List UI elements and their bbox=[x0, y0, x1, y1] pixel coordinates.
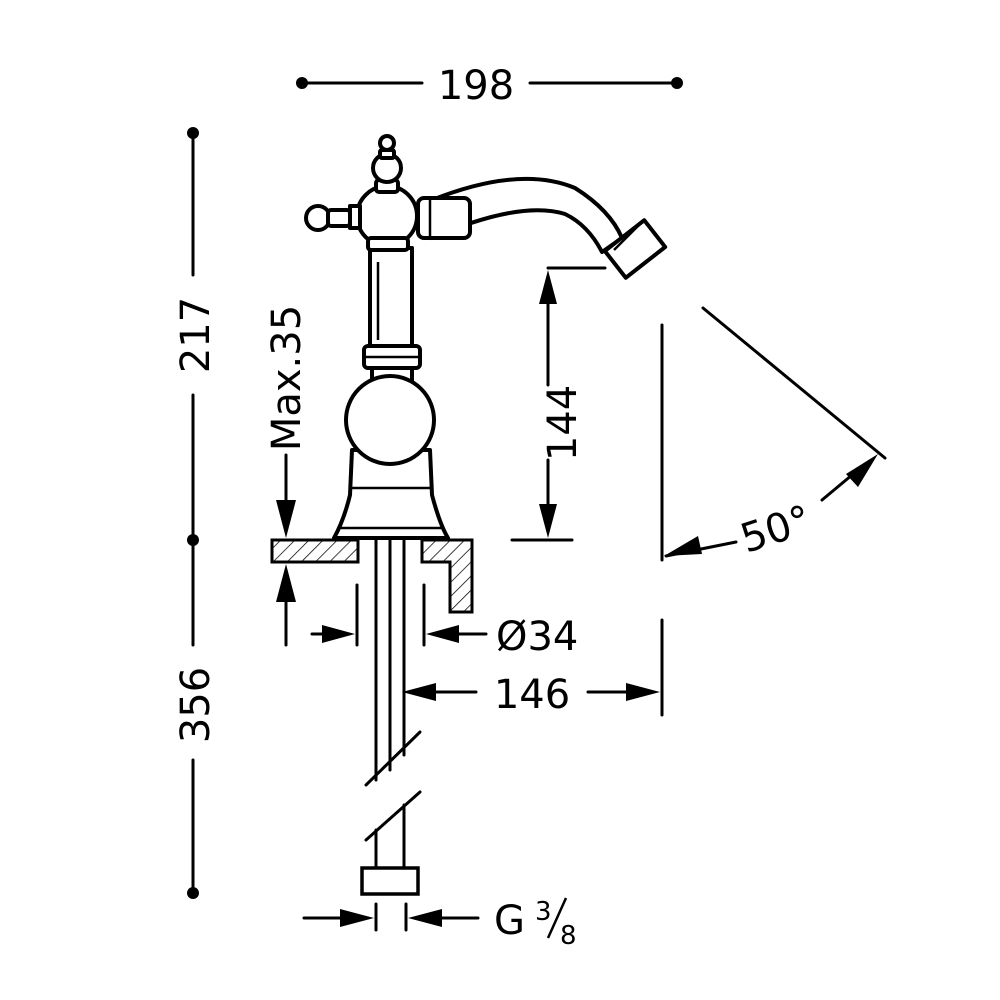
faucet-body bbox=[304, 134, 668, 540]
reach-label: 146 bbox=[494, 672, 570, 718]
height-dimension: 217 bbox=[173, 127, 219, 899]
max-thickness-label: Max.35 bbox=[264, 305, 310, 451]
body-ball bbox=[344, 374, 436, 466]
connector-fitting bbox=[360, 866, 420, 896]
hole-diameter-label: Ø34 bbox=[496, 614, 578, 660]
angle-label: 50° bbox=[735, 497, 817, 563]
hose-length-dimension: 356 bbox=[173, 538, 219, 895]
height-label: 217 bbox=[173, 297, 219, 373]
connection-dimension: G 3 8 bbox=[302, 897, 577, 951]
width-dimension: 198 bbox=[296, 63, 683, 109]
column bbox=[368, 246, 414, 350]
angle-dimension: 50° bbox=[664, 306, 887, 563]
spout-height-dimension: 144 bbox=[510, 266, 607, 542]
hole-diameter-dimension: Ø34 bbox=[310, 583, 578, 660]
width-label: 198 bbox=[438, 63, 514, 109]
reach-dimension: 146 bbox=[402, 323, 664, 718]
mounting-deck bbox=[270, 538, 474, 614]
max-thickness-dimension: Max.35 bbox=[264, 305, 340, 647]
connection-label: G bbox=[494, 898, 525, 944]
base-flange bbox=[332, 448, 450, 540]
connection-numerator: 3 bbox=[535, 897, 552, 927]
supply-hose bbox=[360, 538, 422, 896]
spout-nozzle bbox=[602, 218, 668, 280]
connection-denominator: 8 bbox=[560, 921, 577, 951]
spout-height-label: 144 bbox=[540, 385, 586, 461]
hose-length-label: 356 bbox=[173, 667, 219, 743]
